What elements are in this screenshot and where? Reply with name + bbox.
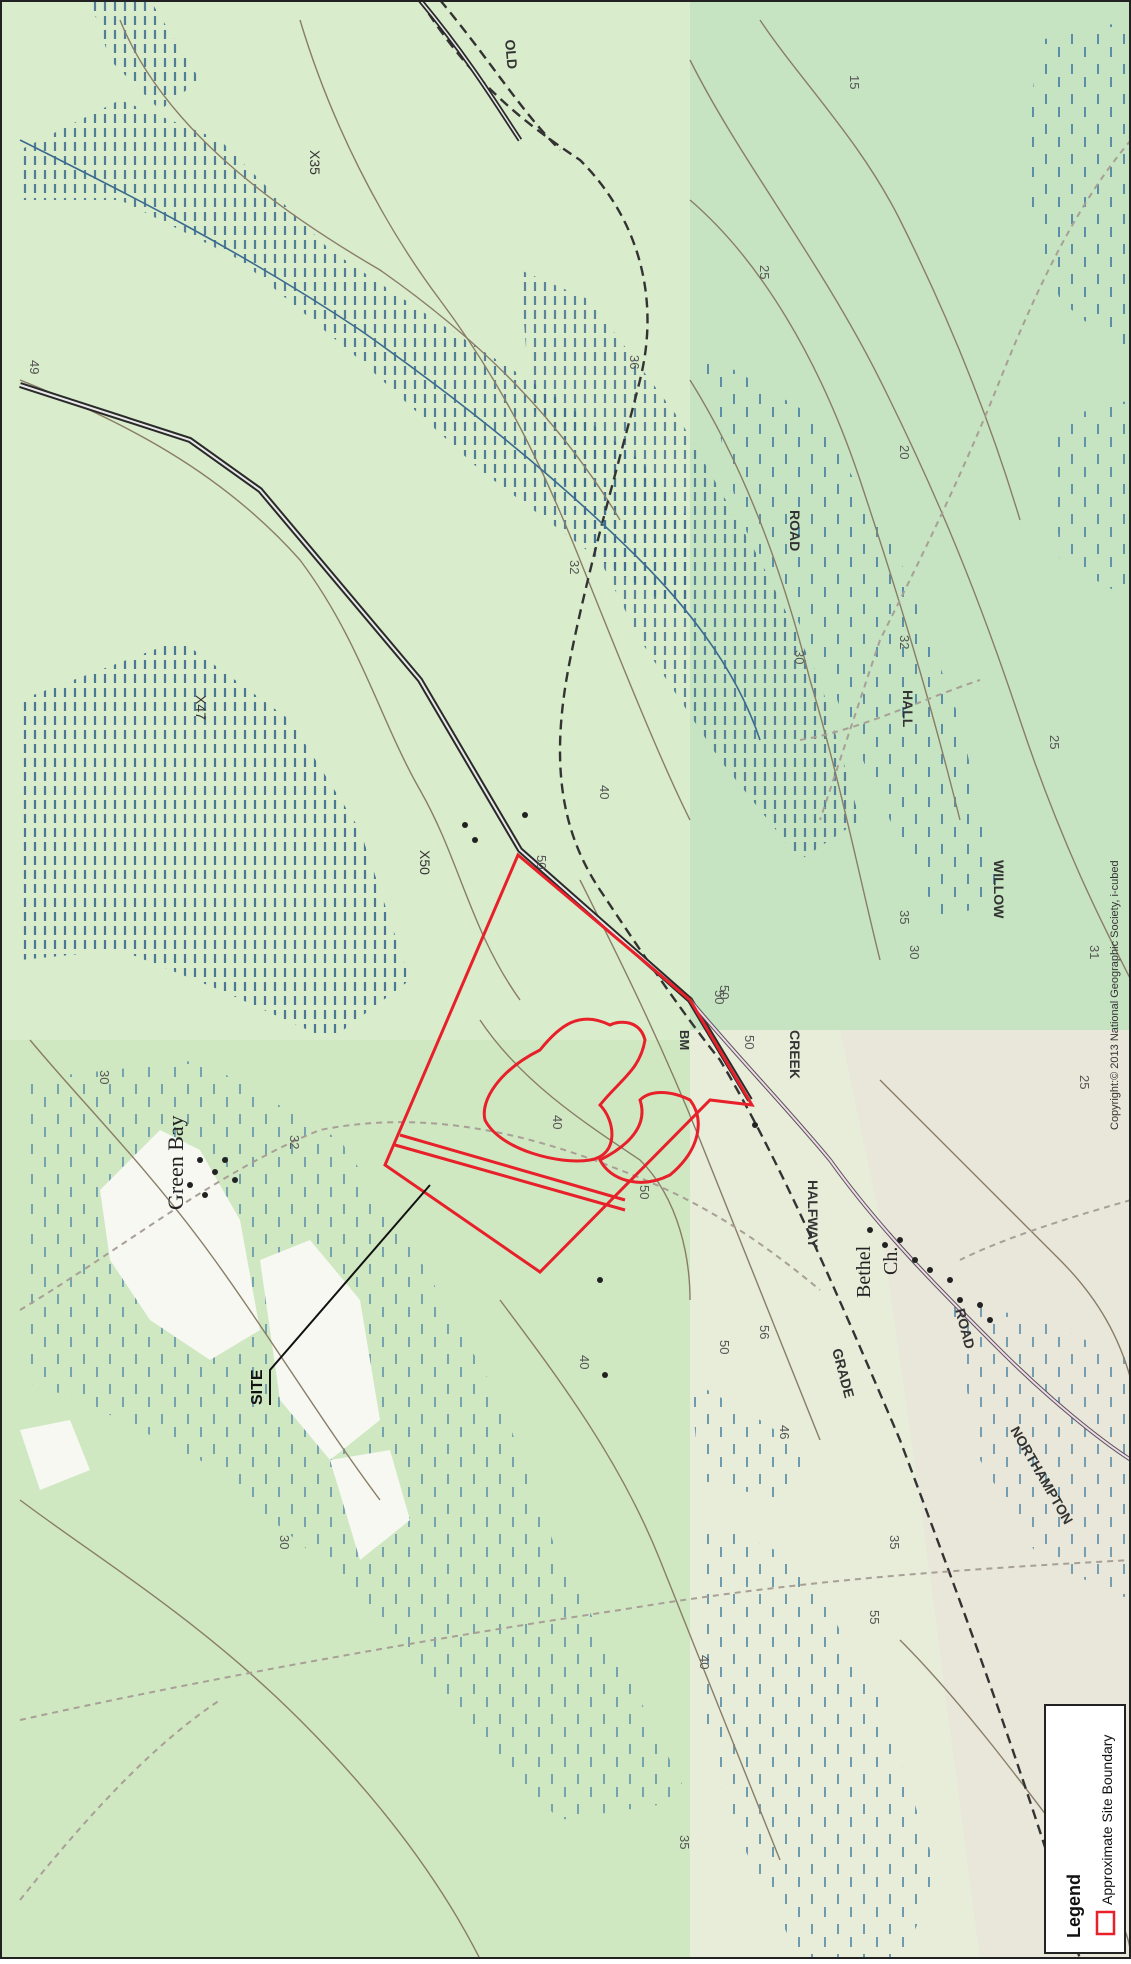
contour-label: 50 [717,1340,732,1354]
old-road [418,0,523,142]
contour-label: 15 [847,75,862,89]
legend-site-boundary-swatch [1095,1910,1116,1936]
contour-label: 30 [277,1535,292,1549]
road-label-1: ROAD [787,510,803,551]
contour-label: 40 [597,785,612,799]
contour-label: 20 [897,445,912,459]
contour-label: 31 [1087,945,1102,959]
contour-lines [19,19,1131,1960]
church-label: Ch. [880,1247,902,1275]
contour-label: 50 [637,1185,652,1199]
site-callout-line [269,1184,431,1405]
site-label: SITE [249,1369,266,1405]
willow-label: WILLOW [991,860,1007,919]
legend-title: Legend [1064,1874,1084,1938]
contour-label: 49 [27,360,42,374]
minor-roads [19,139,1131,1901]
green-bay-label: Green Bay [163,1115,188,1210]
old-road-label: OLD [502,39,521,70]
hall-label: HALL [900,690,916,728]
contour-label: 50 [742,1035,757,1049]
copyright-text: Copyright:© 2013 National Geographic Soc… [1109,860,1121,1130]
contour-label: 25 [1077,1075,1092,1089]
spot-elevation: X35 [307,150,323,175]
creek-label: CREEK [787,1030,803,1079]
contour-label: 35 [887,1535,902,1549]
contour-label: 35 [677,1835,692,1849]
contour-label: 30 [907,945,922,959]
legend-site-boundary-label: Approximate Site Boundary [1099,1735,1115,1905]
stream [19,139,761,741]
contour-label: 55 [867,1610,882,1624]
halfway-label: HALFWAY [805,1180,821,1249]
contour-label: 50 [712,990,727,1004]
approximate-site-boundary [383,852,755,1274]
clearings [20,1130,410,1560]
contour-label: 32 [567,560,582,574]
contour-label: 50 [717,985,732,999]
spot-elevations: X35 X47 X50 [193,150,433,875]
contour-label: 30 [97,1070,112,1084]
contour-label: 35 [897,910,912,924]
contour-label: 40 [697,1655,712,1669]
contour-label: 25 [757,265,772,279]
contour-label: 32 [287,1135,302,1149]
contour-label: 25 [1047,735,1062,749]
contour-label: 40 [550,1115,565,1129]
benchmark-label: BM [677,1030,692,1050]
buildings [187,812,993,1378]
contour-label: 50 [534,855,549,869]
bethel-label: Bethel [853,1245,875,1298]
contour-label: 36 [627,355,642,369]
contour-label: 46 [777,1425,792,1439]
contour-label: 30 [792,650,807,664]
contour-labels: 49 36 32 50 50 40 15 25 20 30 32 25 35 3… [27,75,1102,1849]
trail-lines [418,0,1082,1960]
spot-elevation: X50 [417,850,433,875]
legend: Legend Approximate Site Boundary [1044,1704,1126,1954]
contour-label: 40 [577,1355,592,1369]
contour-label: 32 [897,635,912,649]
halfway-creek-road [688,998,1131,1462]
spot-elevation: X47 [193,695,209,720]
marsh-areas [20,0,860,1040]
contour-label: 56 [757,1325,772,1339]
